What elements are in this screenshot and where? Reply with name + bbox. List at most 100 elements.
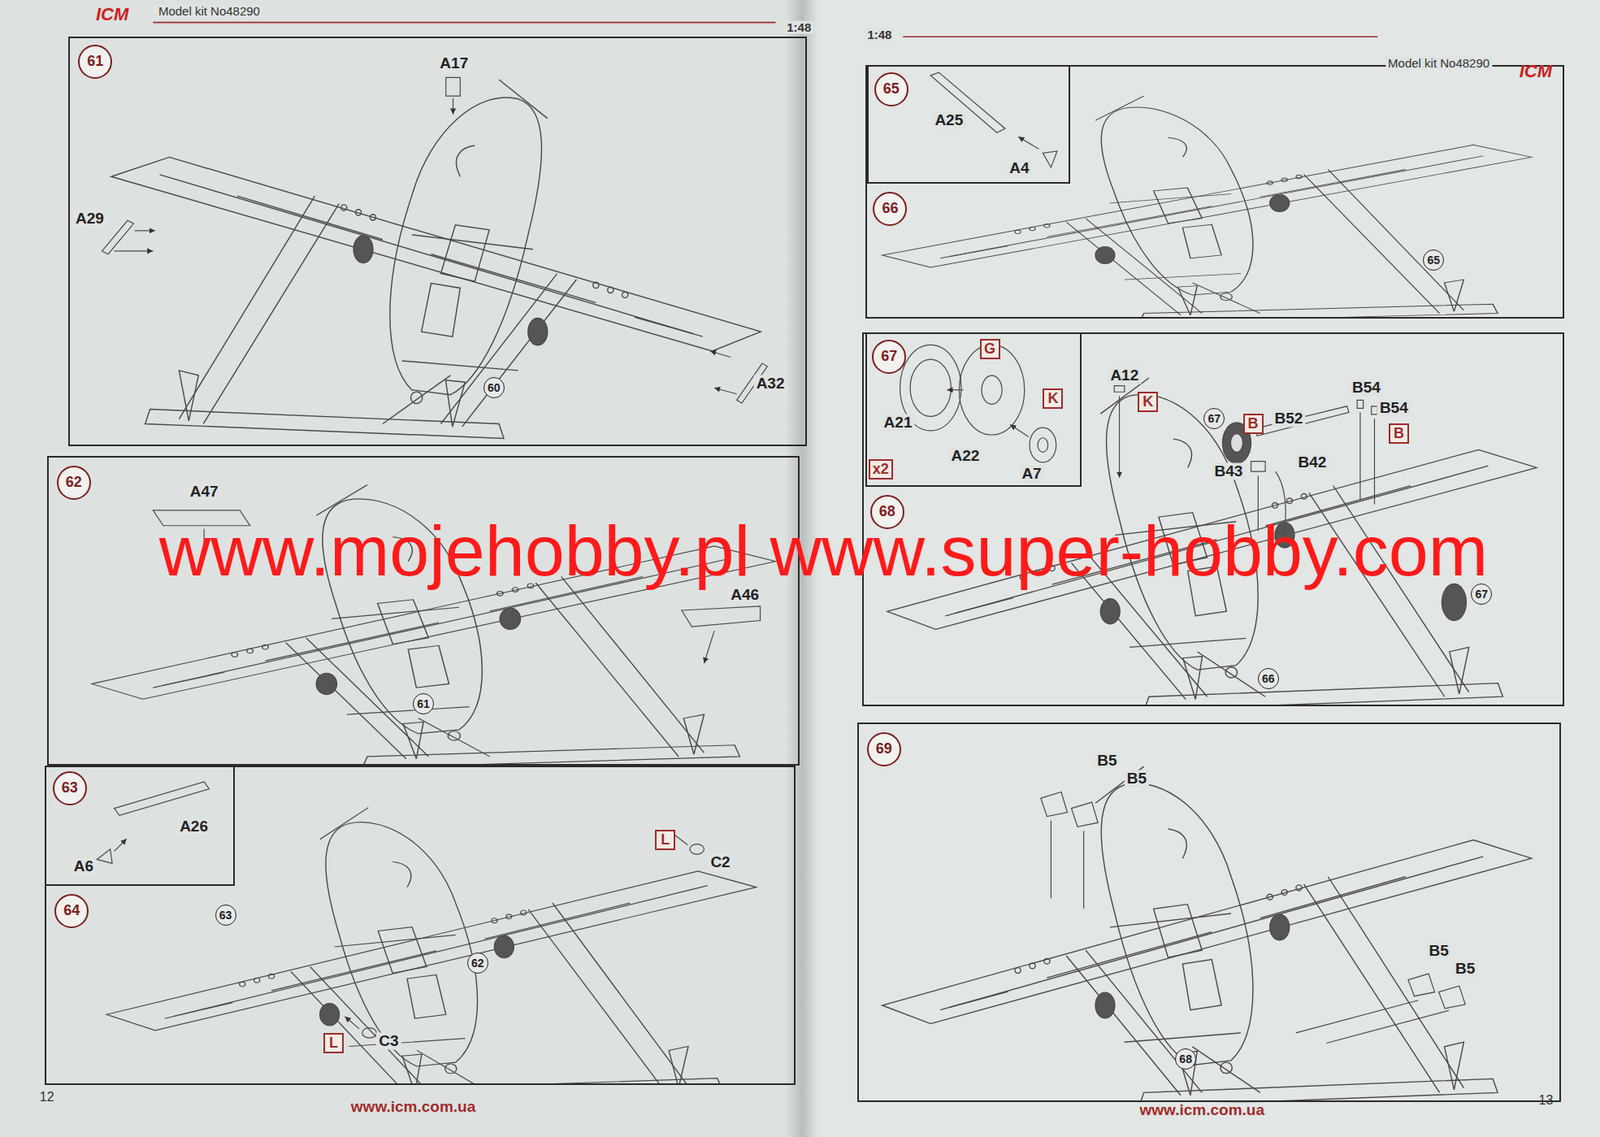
part-letter: x2: [872, 460, 889, 478]
line-art: [714, 387, 738, 395]
line-art: [114, 838, 127, 851]
part-label: B5: [1426, 942, 1451, 960]
callout-number: 68: [1179, 1052, 1193, 1066]
letter-box: L: [654, 829, 676, 850]
part-label: A25: [932, 112, 966, 130]
step-number: 61: [78, 44, 113, 79]
step-panel: 66 65: [865, 65, 1565, 318]
callout-number: 67: [1475, 587, 1489, 601]
part-letter: K: [1047, 390, 1058, 408]
brand-logo: ICM: [1519, 61, 1553, 82]
callout-circle: 63: [215, 904, 237, 926]
callout-number: 61: [416, 697, 430, 711]
part-label: C3: [376, 1031, 401, 1050]
part-label: B52: [1272, 409, 1306, 427]
part-label: B43: [1211, 463, 1245, 481]
line-art: [1360, 411, 1375, 504]
line-art: [910, 359, 951, 417]
line-art: [1071, 802, 1099, 827]
watermark: www.mojehobby.pl www.super-hobby.com: [159, 515, 1488, 587]
callout-circle: 66: [1257, 667, 1280, 690]
line-art: [1018, 136, 1039, 149]
line-art: [111, 79, 761, 438]
part-letter: B: [1248, 415, 1259, 433]
callout-circle: 65: [1422, 249, 1444, 271]
line-art: [882, 95, 1532, 323]
part-label: A22: [948, 447, 982, 465]
step-number: 69: [867, 732, 902, 767]
callout-number: 60: [487, 381, 501, 395]
letter-box: B: [1388, 423, 1410, 444]
part-label: A7: [1018, 464, 1044, 482]
part-label: A26: [177, 818, 211, 836]
part-label: A21: [881, 413, 915, 431]
part-label: A4: [1006, 160, 1032, 178]
line-art: [946, 389, 963, 391]
callout-circle: 62: [467, 952, 489, 974]
line-art: [1118, 395, 1120, 477]
part-letter: G: [984, 340, 996, 358]
letter-box: x2: [868, 459, 894, 480]
step-number: 63: [52, 771, 87, 806]
part-label: A12: [1107, 367, 1141, 385]
part-letter: L: [660, 831, 670, 849]
part-label: B5: [1124, 770, 1150, 788]
brand-logo: ICM: [95, 4, 129, 24]
step-panel: 61 60: [68, 36, 807, 447]
letter-box: B: [1243, 413, 1264, 434]
line-art: [1230, 433, 1243, 453]
part-label: A6: [71, 858, 96, 876]
line-art: [152, 21, 776, 24]
part-letter: B: [1393, 424, 1405, 443]
line-art: [882, 95, 1532, 323]
line-art: [930, 72, 1006, 133]
line-art: [362, 1027, 378, 1039]
callout-number: 65: [1427, 253, 1441, 267]
line-art: [114, 250, 154, 252]
callout-circle: 67: [1203, 407, 1225, 430]
part-label: B54: [1349, 379, 1384, 397]
step-number: 62: [56, 465, 92, 500]
callout-circle: 68: [1175, 1048, 1197, 1070]
line-art: [902, 35, 1378, 38]
line-art: [1255, 406, 1350, 436]
step-panel: 65: [867, 65, 1071, 184]
line-art: [681, 606, 761, 627]
line-art: [882, 766, 1532, 1102]
step-panel: 62 61: [47, 455, 801, 765]
part-label: B5: [1094, 751, 1119, 769]
line-art: [96, 849, 113, 864]
part-label: B5: [1452, 959, 1478, 977]
line-art: [1408, 973, 1436, 997]
scale-text: 1:48: [784, 21, 814, 35]
line-art: [882, 766, 1532, 1102]
line-art: [1042, 151, 1058, 168]
line-art: [1037, 437, 1049, 453]
callout-circle: 60: [483, 377, 505, 399]
header-text: Model kit No48290: [1385, 56, 1492, 71]
line-art: [1296, 1000, 1449, 1044]
step-number: 66: [872, 191, 907, 226]
line-art: [452, 98, 454, 115]
line-art: [1050, 820, 1084, 909]
step-number: 67: [871, 339, 907, 374]
part-label: A29: [73, 209, 107, 227]
line-art: [1439, 985, 1466, 1009]
line-art: [1441, 583, 1466, 621]
scale-text: 1:48: [864, 27, 894, 42]
line-art: [114, 781, 210, 816]
header-text: Model kit No48290: [156, 4, 263, 19]
line-art: [710, 351, 731, 358]
line-art: [111, 79, 761, 438]
letter-box: K: [1042, 388, 1063, 409]
part-label: A17: [437, 54, 471, 72]
step-panel: 69 68: [857, 722, 1561, 1102]
line-art: [344, 1016, 360, 1029]
part-label: A47: [187, 483, 222, 501]
line-art: [1114, 385, 1125, 393]
line-art: [106, 807, 756, 1102]
page-number: 12: [39, 1089, 55, 1105]
line-art: [106, 807, 756, 1102]
page-number: 13: [1539, 1092, 1554, 1108]
